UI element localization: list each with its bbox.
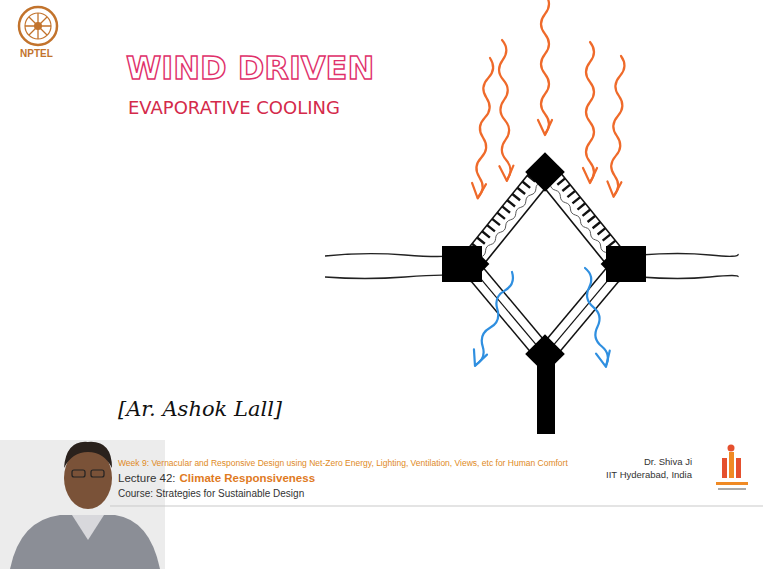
- cool-air-arrow: [468, 267, 612, 369]
- boundary-wall: [325, 254, 738, 279]
- footer-lecture: Lecture 42:: [118, 472, 176, 485]
- slide-title: WIND DRIVEN: [126, 50, 374, 87]
- footer-course: Course: Strategies for Sustainable Desig…: [118, 488, 304, 500]
- nptel-logo: [19, 7, 57, 45]
- iit-logo: [716, 445, 748, 491]
- logo-text: NPTEL: [20, 48, 53, 60]
- footer-institute: IIT Hyderabad, India: [606, 470, 692, 481]
- hot-air-arrow: [471, 0, 628, 199]
- subtitle: EVAPORATIVE COOLING: [128, 98, 340, 119]
- footer-week: Week 9: Vernacular and Responsive Design…: [118, 459, 568, 469]
- footer-lecture-title: Climate Responsiveness: [180, 472, 316, 485]
- footer-author: Dr. Shiva Ji: [644, 457, 692, 468]
- credit-note: [Ar. Ashok Lall]: [118, 397, 282, 421]
- footer-rule: [110, 506, 763, 507]
